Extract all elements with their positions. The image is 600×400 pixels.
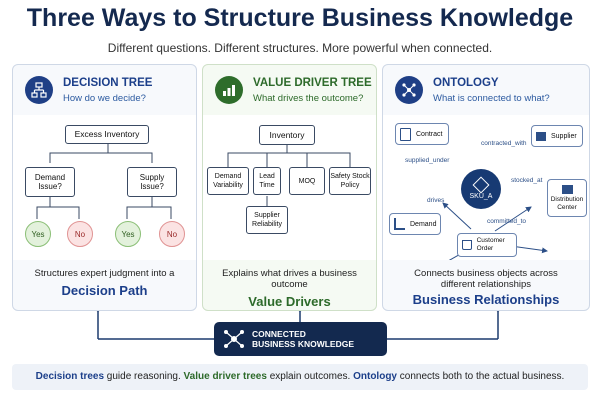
- ontology-footer: Connects business objects across differe…: [383, 260, 589, 310]
- edge-label-committed-to: committed_to: [487, 218, 527, 225]
- connected-knowledge-box: CONNECTED BUSINESS KNOWLEDGE: [214, 322, 387, 356]
- ontology-hub-sku: SKU_A: [461, 169, 501, 209]
- value-driver-edges: [227, 145, 351, 206]
- decision-tree-icon: [25, 76, 53, 104]
- value-driver-description: Explains what drives a business outcome: [222, 268, 357, 290]
- ontology-node-contract-label: Contract: [416, 130, 443, 138]
- ontology-node-demand: Demand: [389, 213, 441, 235]
- cart-icon: [462, 240, 472, 250]
- ontology-question: What is connected to what?: [433, 93, 550, 104]
- value-driver-header: VALUE DRIVER TREE What drives the outcom…: [203, 65, 376, 115]
- edge-contracted-with: [494, 206, 532, 232]
- factory-icon: [536, 131, 546, 141]
- connected-line2: BUSINESS KNOWLEDGE: [252, 339, 355, 349]
- decision-outcome-no: No: [67, 221, 93, 247]
- decision-tree-panel: DECISION TREE How do we decide? Excess I…: [12, 64, 197, 311]
- decision-tree-title: DECISION TREE: [63, 77, 153, 89]
- ontology-diagram: Contract Supplier SKU_A Distribution Cen…: [383, 115, 589, 260]
- ontology-header: ONTOLOGY What is connected to what?: [383, 65, 589, 115]
- value-driver-footer: Explains what drives a business outcome …: [203, 260, 376, 310]
- page-subtitle: Different questions. Different structure…: [107, 41, 493, 55]
- decision-outcome-yes: Yes: [25, 221, 51, 247]
- network-icon: [224, 330, 244, 348]
- driver-supplier-reliability: Supplier Reliability: [246, 206, 288, 234]
- summary-ontology: Ontology: [353, 371, 397, 382]
- page-title: Three Ways to Structure Business Knowled…: [26, 4, 574, 32]
- ontology-description: Connects business objects across differe…: [414, 268, 558, 290]
- value-driver-result: Value Drivers: [248, 294, 331, 309]
- ontology-node-customer-order-label: Customer Order: [476, 237, 505, 252]
- ontology-node-demand-label: Demand: [410, 220, 437, 228]
- value-driver-title: VALUE DRIVER TREE: [253, 77, 372, 89]
- decision-tree-footer: Structures expert judgment into a Decisi…: [13, 260, 196, 310]
- edge-label-contracted-with: contracted_with: [481, 140, 527, 147]
- decision-branch-demand: Demand Issue?: [25, 167, 75, 197]
- network-icon: [395, 76, 423, 104]
- bar-chart-icon: [215, 76, 243, 104]
- connected-line1: CONNECTED: [252, 329, 306, 339]
- driver-safety-stock-policy: Safety Stock Policy: [329, 167, 371, 195]
- summary-value-driver-trees: Value driver trees: [183, 371, 267, 382]
- summary-decision-trees: Decision trees: [35, 371, 105, 382]
- ontology-result: Business Relationships: [412, 292, 560, 307]
- summary-text-3: connects both to the actual business.: [397, 371, 565, 382]
- document-icon: [400, 127, 411, 141]
- driver-moq: MOQ: [289, 167, 325, 195]
- connected-label: CONNECTED BUSINESS KNOWLEDGE: [252, 329, 354, 349]
- value-driver-root: Inventory: [259, 125, 315, 145]
- value-driver-question: What drives the outcome?: [253, 93, 364, 104]
- driver-demand-variability: Demand Variability: [207, 167, 249, 195]
- decision-tree-edges: [36, 144, 172, 219]
- warehouse-icon: [561, 184, 573, 194]
- value-driver-diagram: Inventory Demand Variability Lead Time M…: [203, 115, 376, 260]
- decision-tree-diagram: Excess Inventory Demand Issue? Supply Is…: [13, 115, 196, 260]
- ontology-title: ONTOLOGY: [433, 77, 499, 89]
- decision-tree-result: Decision Path: [61, 283, 148, 298]
- summary-banner: Decision trees guide reasoning. Value dr…: [12, 364, 588, 390]
- decision-outcome-no: No: [159, 221, 185, 247]
- ontology-node-distribution-center-label: Distribution Center: [550, 195, 584, 211]
- decision-outcome-yes: Yes: [115, 221, 141, 247]
- driver-lead-time: Lead Time: [253, 167, 281, 195]
- cube-icon: [472, 176, 490, 193]
- value-driver-panel: VALUE DRIVER TREE What drives the outcom…: [202, 64, 377, 311]
- ontology-node-supplier-label: Supplier: [551, 132, 577, 140]
- summary-text-1: guide reasoning.: [104, 371, 184, 382]
- ontology-node-contract: Contract: [395, 123, 449, 145]
- ontology-panel: ONTOLOGY What is connected to what? Cont…: [382, 64, 590, 311]
- decision-tree-question: How do we decide?: [63, 93, 146, 104]
- bar-chart-icon: [394, 218, 405, 230]
- summary-text-2: explain outcomes.: [266, 371, 354, 382]
- decision-tree-header: DECISION TREE How do we decide?: [13, 65, 196, 115]
- decision-tree-description: Structures expert judgment into a: [34, 268, 175, 279]
- edge-label-drives: drives: [427, 197, 445, 204]
- edge-supplied-under: [442, 202, 472, 230]
- ontology-node-distribution-center: Distribution Center: [547, 179, 587, 217]
- ontology-hub-label: SKU_A: [469, 192, 493, 200]
- decision-branch-supply: Supply Issue?: [127, 167, 177, 197]
- ontology-node-supplier: Supplier: [531, 125, 583, 147]
- decision-root-node: Excess Inventory: [65, 125, 149, 144]
- edge-label-stocked-at: stocked_at: [511, 177, 543, 184]
- ontology-node-customer-order: Customer Order: [457, 233, 517, 257]
- edge-label-supplied-under: supplied_under: [405, 157, 450, 164]
